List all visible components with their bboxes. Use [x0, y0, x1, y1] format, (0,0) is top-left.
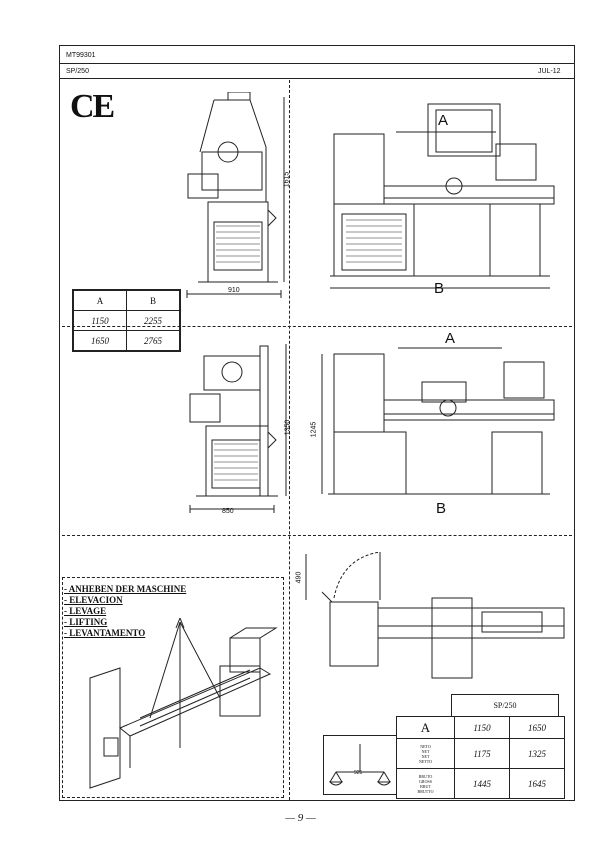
label-line: NETO — [420, 743, 431, 749]
table-header-row: A B — [72, 289, 181, 311]
section-separator-2 — [62, 535, 572, 536]
cell: 2255 — [126, 310, 181, 331]
ce-mark: CE — [70, 88, 115, 125]
row-label-a: A — [396, 716, 455, 739]
header-divider-2 — [59, 78, 575, 79]
scale-panel: 925 — [323, 735, 397, 795]
dim-height-1245: 1245 — [310, 421, 318, 438]
weights-table: A 1150 1650 NETO NET NET NETTO 1175 1325… — [396, 716, 565, 799]
cell: 1650 — [509, 716, 565, 739]
model-code: SP/250 — [66, 68, 89, 75]
dim-height-1350: 1350 — [284, 419, 292, 436]
ab-dimensions-table: A B 1150 2255 1650 2765 — [72, 289, 181, 352]
cell: 1325 — [509, 738, 565, 769]
header-b: B — [126, 289, 181, 311]
doc-date: JUL-12 — [538, 68, 561, 75]
lifting-item: - LIFTING — [64, 617, 108, 627]
vertical-separator — [289, 80, 290, 800]
table-row: 1650 2765 — [72, 330, 181, 352]
lifting-item: - ANHEBEN DER MASCHINE — [64, 584, 187, 594]
label-a-1: A — [438, 112, 449, 129]
row-label-neto: NETO NET NET NETTO — [396, 738, 455, 769]
cell: 2765 — [126, 330, 181, 352]
cell: 1650 — [72, 330, 127, 352]
cell: 1175 — [454, 738, 510, 769]
dim-line-910 — [186, 290, 282, 298]
lifting-isometric-drawing — [89, 618, 278, 789]
table-row: BRUTO GROSS BRUT BRUTTO 1445 1645 — [396, 768, 565, 799]
label-line: BRUT — [420, 783, 431, 789]
lifting-item: - ELEVACION — [64, 595, 123, 605]
lifting-item: - LEVANTAMENTO — [64, 628, 146, 638]
label-line: NET — [421, 753, 430, 759]
label-line: NETTO — [418, 758, 433, 764]
dim-height-490: 490 — [295, 571, 303, 584]
label-line: BRUTTO — [417, 788, 434, 794]
page-frame — [59, 45, 575, 801]
cell: 1445 — [454, 768, 510, 799]
table-row: A 1150 1650 — [396, 716, 565, 739]
front-view-drawing-1 — [330, 103, 555, 289]
scale-icon — [328, 744, 392, 786]
label-a-2: A — [445, 330, 456, 347]
table-row: NETO NET NET NETTO 1175 1325 — [396, 738, 565, 769]
cell: 1150 — [454, 716, 510, 739]
header-a: A — [72, 289, 127, 311]
label-b-1: B — [434, 280, 445, 297]
dim-line-850 — [189, 505, 275, 513]
lifting-panel — [62, 577, 284, 798]
lifting-item: - LEVAGE — [64, 606, 107, 616]
page-number: — 9 — — [285, 812, 316, 824]
table-row: 1150 2255 — [72, 310, 181, 331]
label-b-2: B — [436, 500, 447, 517]
scale-value: 925 — [354, 770, 363, 776]
header-divider-1 — [59, 63, 575, 64]
label-line: NET — [421, 748, 430, 754]
front-view-drawing-2 — [321, 347, 555, 495]
row-label-bruto: BRUTO GROSS BRUT BRUTTO — [396, 768, 455, 799]
lifting-instructions: - ANHEBEN DER MASCHINE - ELEVACION - LEV… — [64, 584, 186, 639]
doc-code: MT99301 — [66, 52, 96, 59]
cell: 1645 — [509, 768, 565, 799]
top-view-drawing — [305, 551, 565, 679]
side-view-drawing-2 — [189, 344, 287, 497]
side-view-drawing-1 — [187, 92, 285, 283]
dim-width-850: 850 — [222, 508, 234, 515]
label-line: GROSS — [419, 778, 432, 784]
dim-width-910: 910 — [228, 287, 240, 294]
label-line: BRUTO — [418, 773, 433, 779]
cell: 1150 — [72, 310, 127, 331]
dim-height-1615: 1615 — [283, 171, 291, 188]
weights-model-header: SP/250 — [451, 694, 559, 717]
section-separator-1 — [62, 326, 572, 327]
